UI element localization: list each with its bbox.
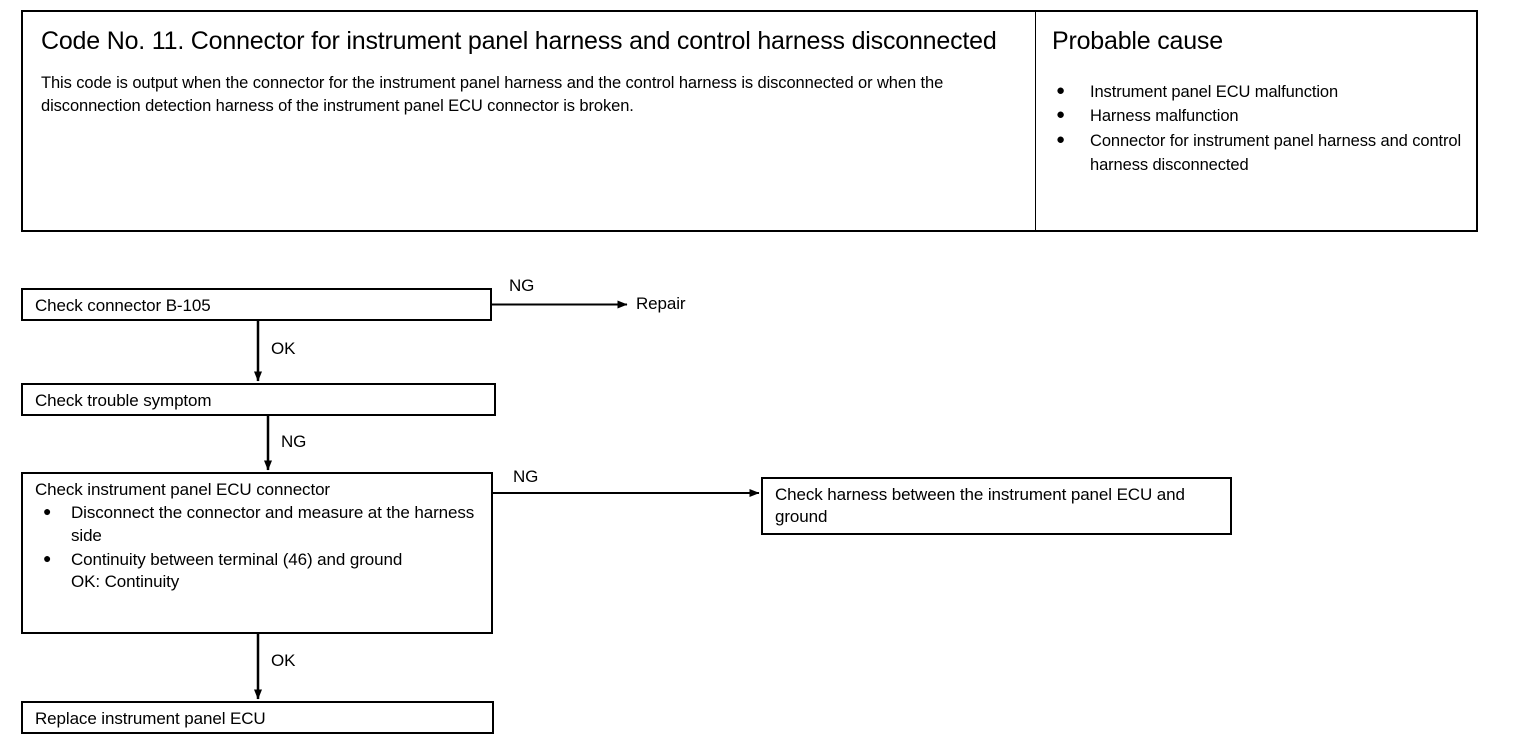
probable-cause-list: ● Instrument panel ECU malfunction ● Har…: [1052, 80, 1466, 177]
bullet-icon: ●: [1056, 130, 1065, 148]
probable-cause-text: Instrument panel ECU malfunction: [1090, 83, 1339, 101]
probable-cause-cell: Probable cause ● Instrument panel ECU ma…: [1036, 12, 1476, 230]
list-item: ● Harness malfunction: [1052, 104, 1466, 128]
flow-node-check-trouble-symptom[interactable]: Check trouble symptom: [21, 383, 496, 416]
edge-label-connector-ng: NG: [509, 276, 535, 295]
probable-cause-text: Connector for instrument panel harness a…: [1090, 131, 1462, 174]
flow-node-check-instrument-panel-ecu-connector[interactable]: Check instrument panel ECU connector ● D…: [21, 472, 493, 634]
bullet-icon: ●: [43, 549, 52, 566]
flow-node-label: Check connector B-105: [35, 296, 211, 315]
probable-cause-title: Probable cause: [1052, 27, 1223, 55]
list-item: ● Disconnect the connector and measure a…: [35, 502, 491, 547]
probable-cause-text: Harness malfunction: [1090, 107, 1239, 126]
code-description-text: This code is output when the connector f…: [41, 74, 944, 116]
code-description-cell: Code No. 11. Connector for instrument pa…: [23, 12, 1036, 230]
bullet-icon: ●: [43, 503, 52, 520]
page-title: Code No. 11. Connector for instrument pa…: [41, 27, 997, 55]
flow-node-check-connector[interactable]: Check connector B-105: [21, 288, 492, 321]
edge-label-connector-ok: OK: [271, 339, 296, 358]
flow-node-label: Check harness between the instrument pan…: [775, 485, 1185, 527]
flow-node-label: Check trouble symptom: [35, 391, 212, 410]
list-item: ● Instrument panel ECU malfunction: [1052, 80, 1466, 104]
list-item: ● Connector for instrument panel harness…: [1052, 129, 1466, 178]
flow-node-replace-instrument-panel-ecu[interactable]: Replace instrument panel ECU: [21, 701, 494, 734]
check-step-text: Disconnect the connector and measure at …: [71, 503, 475, 546]
flow-node-check-list: ● Disconnect the connector and measure a…: [35, 502, 491, 571]
edge-label-symptom-ng: NG: [281, 432, 307, 451]
edge-label-ecu-ok: OK: [271, 651, 296, 670]
check-result-text: OK: Continuity: [71, 572, 180, 592]
check-step-text: Continuity between terminal (46) and gro…: [71, 549, 403, 569]
edge-label-ecu-ng: NG: [513, 467, 539, 486]
bullet-icon: ●: [1056, 106, 1065, 124]
flow-node-check-harness-ecu-ground[interactable]: Check harness between the instrument pan…: [761, 477, 1232, 535]
list-item: ● Continuity between terminal (46) and g…: [35, 549, 491, 572]
code-header-table: Code No. 11. Connector for instrument pa…: [21, 10, 1478, 232]
flow-node-label: Replace instrument panel ECU: [35, 709, 266, 728]
bullet-icon: ●: [1056, 82, 1065, 99]
flow-terminal-repair: Repair: [636, 294, 686, 313]
flow-node-label: Check instrument panel ECU connector: [35, 480, 330, 499]
